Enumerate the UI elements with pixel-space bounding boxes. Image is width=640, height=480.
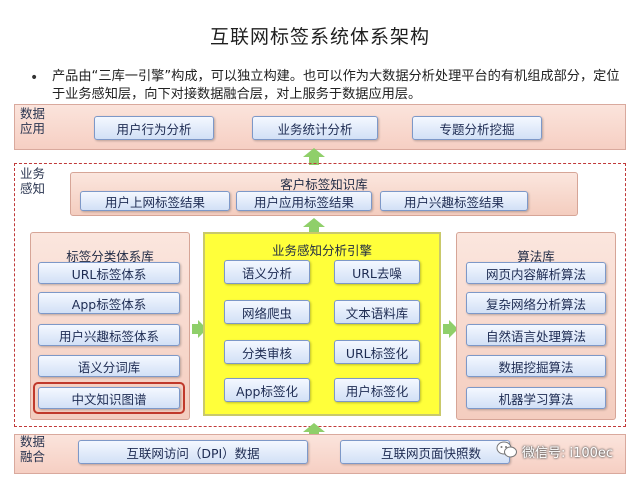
web-crawler: 网络爬虫 bbox=[224, 300, 310, 324]
arrow-to-application-icon bbox=[303, 148, 325, 157]
app-tagging: App标签化 bbox=[224, 378, 310, 402]
dpi-access-data: 互联网访问（DPI）数据 bbox=[78, 440, 308, 464]
classification-review: 分类审核 bbox=[224, 340, 310, 364]
description-text: 产品由“三库一引擎”构成，可以独立构建。也可以作为大数据分析处理平台的有机组成部… bbox=[52, 69, 620, 102]
wechat-icon bbox=[496, 441, 518, 459]
semantic-analysis: 语义分析 bbox=[224, 260, 310, 284]
url-tag-system: URL标签体系 bbox=[38, 262, 180, 284]
user-app-tag-result: 用户应用标签结果 bbox=[236, 191, 372, 211]
user-interest-tag-system: 用户兴趣标签体系 bbox=[38, 324, 180, 346]
knowledge-graph-highlight bbox=[33, 382, 185, 414]
taxonomy-title: 标签分类体系库 bbox=[66, 249, 154, 264]
arrow-algorithm-stem bbox=[443, 324, 449, 334]
nlp-algorithm: 自然语言处理算法 bbox=[466, 324, 606, 346]
arrow-taxonomy-stem bbox=[192, 324, 198, 334]
arrow-to-customer-kb-icon bbox=[303, 218, 325, 227]
arrow-to-perception-icon bbox=[303, 423, 325, 432]
url-denoise: URL去噪 bbox=[334, 260, 420, 284]
machine-learning-algorithm: 机器学习算法 bbox=[466, 387, 606, 409]
data-fusion-label: 数据融合 bbox=[20, 434, 46, 464]
data-mining-algorithm: 数据挖掘算法 bbox=[466, 355, 606, 377]
watermark-text: 微信号: i100ec bbox=[522, 446, 614, 461]
chinese-knowledge-graph: 中文知识图谱 bbox=[38, 387, 180, 409]
engine-title: 业务感知分析引擎 bbox=[271, 243, 372, 258]
arrow-to-application-stem bbox=[309, 157, 319, 165]
topic-mining-analysis: 专题分析挖掘 bbox=[412, 116, 542, 140]
business-statistics-analysis: 业务统计分析 bbox=[252, 116, 378, 140]
webpage-parsing-algorithm: 网页内容解析算法 bbox=[466, 262, 606, 284]
algorithm-title: 算法库 bbox=[517, 249, 555, 264]
url-tagging: URL标签化 bbox=[334, 340, 420, 364]
semantic-segmentation-library: 语义分词库 bbox=[38, 355, 180, 377]
user-interest-tag-result: 用户兴趣标签结果 bbox=[380, 191, 528, 211]
user-web-tag-result: 用户上网标签结果 bbox=[80, 191, 230, 211]
text-corpus: 文本语料库 bbox=[334, 300, 420, 324]
complex-network-algorithm: 复杂网络分析算法 bbox=[466, 292, 606, 314]
data-application-label: 数据应用 bbox=[20, 106, 46, 136]
arrow-taxonomy-to-engine-icon bbox=[198, 320, 207, 338]
app-tag-system: App标签体系 bbox=[38, 292, 180, 314]
arrow-to-customer-kb-stem bbox=[309, 227, 319, 235]
arrow-algorithm-to-engine-icon bbox=[449, 320, 458, 338]
bullet-marker: • bbox=[30, 70, 39, 86]
business-perception-label: 业务感知 bbox=[20, 166, 46, 196]
page-title: 互联网标签系统体系架构 bbox=[209, 26, 430, 48]
page-snapshot-data: 互联网页面快照数 bbox=[340, 440, 510, 464]
user-behavior-analysis: 用户行为分析 bbox=[94, 116, 214, 140]
customer-kb-title: 客户标签知识库 bbox=[280, 177, 368, 192]
user-tagging: 用户标签化 bbox=[334, 378, 420, 402]
